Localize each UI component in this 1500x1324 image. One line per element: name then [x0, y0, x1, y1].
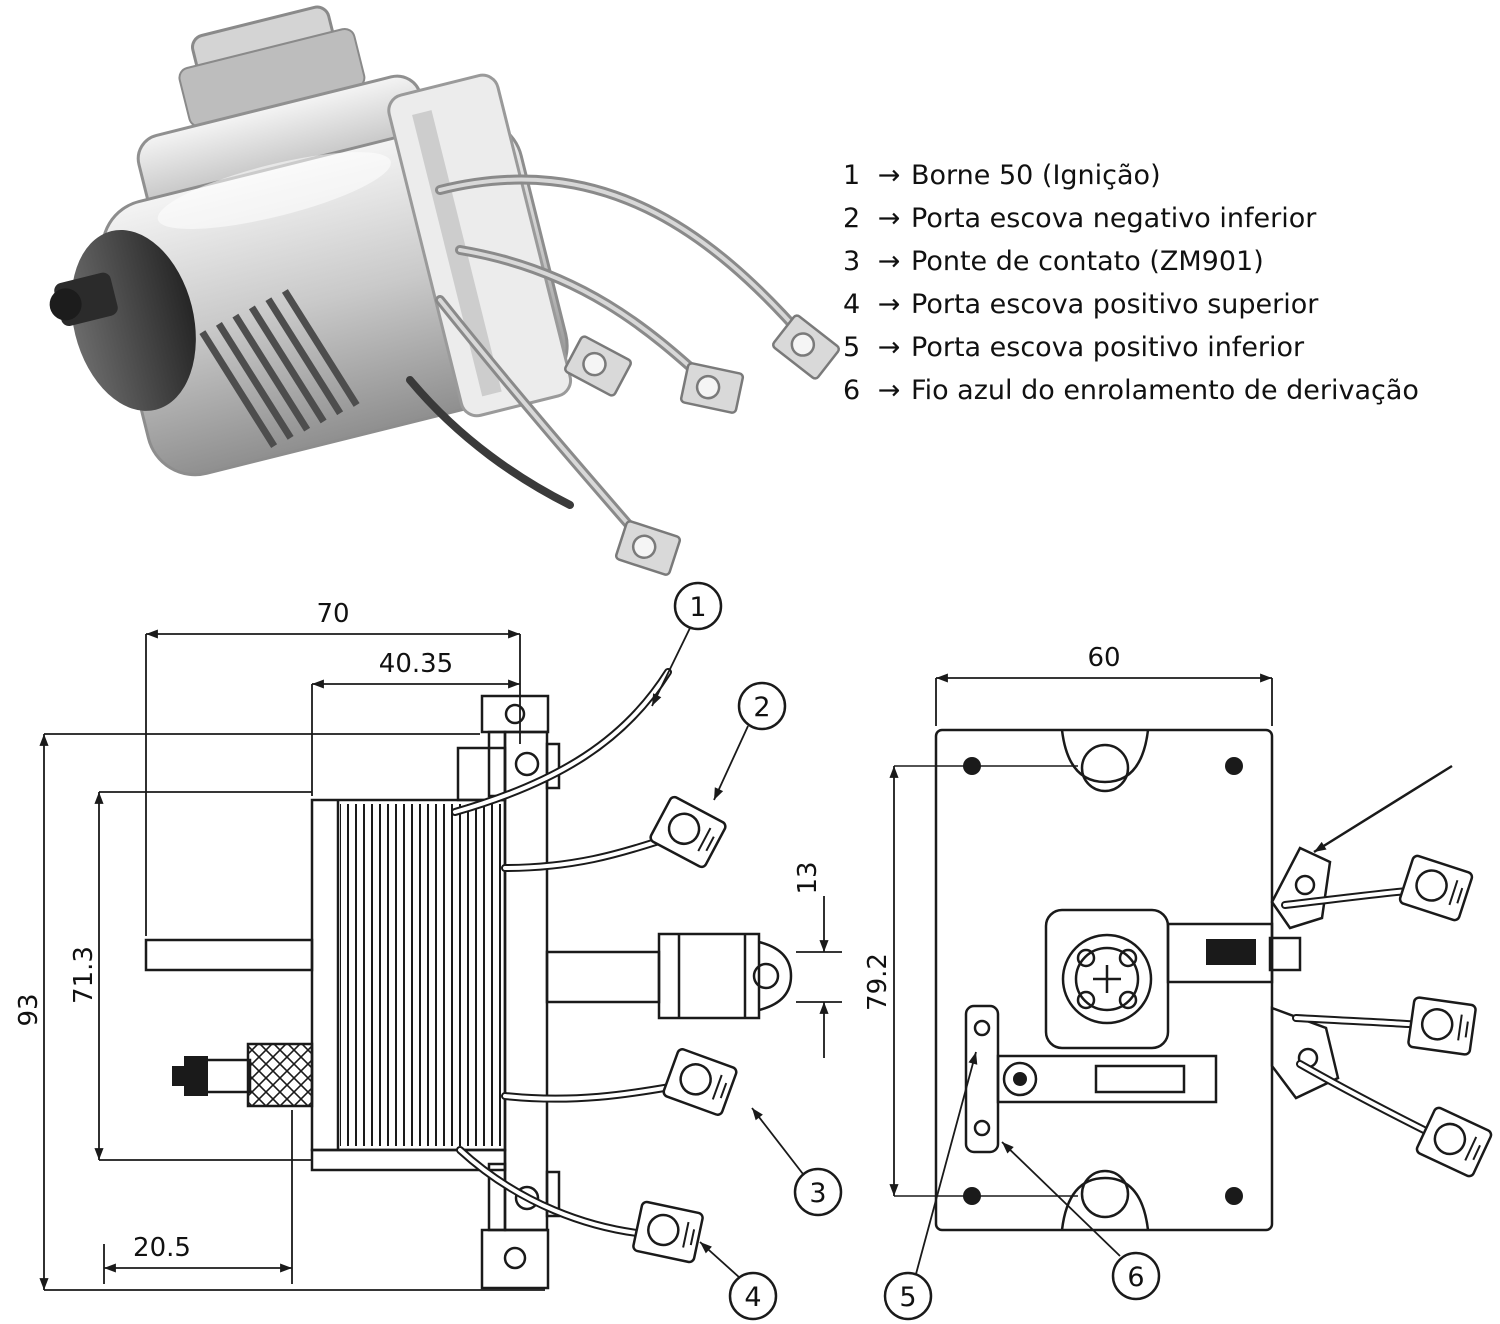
callout-3: 3 [751, 1107, 843, 1217]
arrow-right-icon: → [877, 332, 901, 363]
arrow-right-icon: → [877, 246, 901, 277]
legend-item-number: 4 [843, 289, 861, 320]
arrow-right-icon: → [877, 203, 901, 234]
legend-item-number: 2 [843, 203, 861, 234]
legend-item-number: 6 [843, 375, 861, 406]
legend-item: 1 → Borne 50 (Ignição) [843, 160, 1419, 191]
end-wire-lower [1296, 1060, 1440, 1140]
photo-terminal [614, 520, 682, 576]
wire-terminal50 [451, 668, 672, 816]
legend-item: 5 → Porta escova positivo inferior [843, 332, 1419, 363]
dim-label-overall-width: 70 [316, 599, 349, 629]
end-view-drawing: 60 79.2 5 6 [863, 643, 1494, 1321]
dim-label-plunger-offset: 20.5 [133, 1233, 191, 1263]
arrow-right-icon: → [877, 375, 901, 406]
arrow-right-icon: → [877, 289, 901, 320]
dim-label-hole-spacing: 79.2 [863, 953, 893, 1011]
ring-terminal [631, 1199, 705, 1265]
legend-item-label: Fio azul do enrolamento de derivação [911, 375, 1419, 406]
callout-4-number: 4 [744, 1282, 761, 1313]
dim-label-shaft-diameter: 13 [793, 861, 823, 894]
callout-5-number: 5 [899, 1282, 916, 1313]
legend-item: 2 → Porta escova negativo inferior [843, 203, 1419, 234]
dim-overall-width: 70 [145, 599, 521, 936]
dim-hole-spacing: 79.2 [863, 765, 1078, 1197]
legend-item: 4 → Porta escova positivo superior [843, 289, 1419, 320]
ring-terminal [647, 794, 729, 870]
callout-6: 6 [1001, 1141, 1161, 1301]
dim-label-overall-height: 93 [14, 993, 44, 1026]
legend-item-label: Porta escova positivo inferior [911, 332, 1305, 363]
legend-item-label: Ponte de contato (ZM901) [911, 246, 1264, 277]
dim-shaft-diameter: 13 [793, 861, 842, 1058]
legend: 1 → Borne 50 (Ignição) 2 → Porta escova … [843, 160, 1419, 418]
callout-1: 1 [651, 581, 723, 707]
dim-plunger-offset: 20.5 [103, 1110, 293, 1284]
dim-label-body-height: 71.3 [69, 946, 99, 1004]
dim-label-plate-width: 60 [1087, 643, 1120, 673]
legend-item-number: 3 [843, 246, 861, 277]
legend-item-label: Porta escova positivo superior [911, 289, 1319, 320]
callout-5: 5 [883, 1051, 978, 1321]
callout-2: 2 [713, 681, 787, 801]
photo-terminal [771, 314, 841, 380]
photo-terminal [564, 335, 632, 397]
dim-overall-height: 93 [14, 733, 545, 1291]
callout-3-number: 3 [809, 1178, 826, 1209]
end-view-body [934, 728, 1340, 1232]
side-view-drawing: 93 71.3 70 40.35 [14, 581, 843, 1321]
pointer-arrow [1313, 764, 1453, 854]
ring-terminal [1414, 1104, 1494, 1180]
legend-item-label: Porta escova negativo inferior [911, 203, 1317, 234]
photo-coil-spring [199, 289, 360, 449]
ring-terminal [1397, 853, 1475, 923]
legend-item-label: Borne 50 (Ignição) [911, 160, 1161, 191]
arrow-right-icon: → [877, 160, 901, 191]
callout-2-number: 2 [753, 692, 770, 723]
product-photo [49, 5, 841, 576]
end-wire-upper [1281, 886, 1422, 909]
ring-terminal [661, 1046, 739, 1118]
legend-item: 3 → Ponte de contato (ZM901) [843, 246, 1419, 277]
ring-terminal [1406, 995, 1478, 1057]
legend-item-number: 5 [843, 332, 861, 363]
wire-negative-lower [501, 836, 666, 872]
photo-body [49, 5, 573, 477]
wire-positive-upper [501, 1082, 680, 1103]
callout-1-number: 1 [689, 592, 706, 623]
dim-coil-width: 40.35 [311, 649, 520, 796]
callout-6-number: 6 [1127, 1262, 1144, 1293]
dim-plate-width: 60 [935, 643, 1273, 726]
side-view-body [144, 694, 793, 1290]
legend-item-number: 1 [843, 160, 861, 191]
photo-terminal [679, 362, 745, 414]
legend-item: 6 → Fio azul do enrolamento de derivação [843, 375, 1419, 406]
dim-body-height: 71.3 [69, 791, 312, 1161]
wire-positive-lower [456, 1146, 649, 1238]
dim-label-coil-width: 40.35 [379, 649, 453, 679]
photo-wires [406, 174, 811, 545]
callout-4: 4 [699, 1241, 778, 1321]
